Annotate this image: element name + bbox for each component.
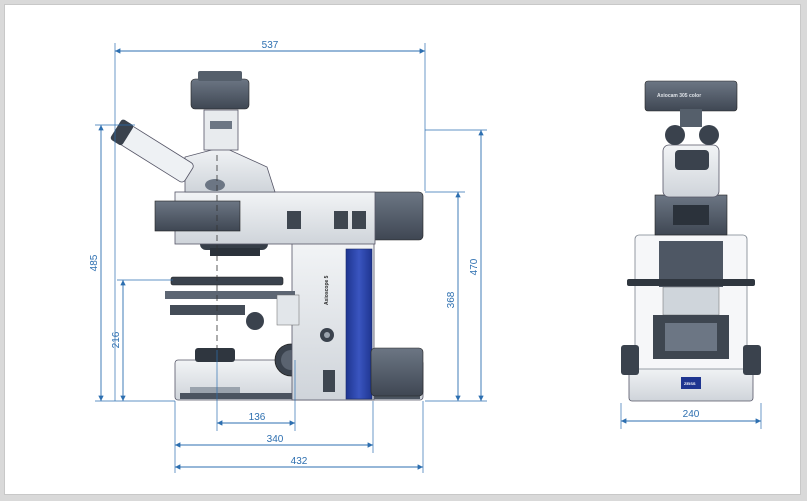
camera-label: Axiocam 305 color xyxy=(657,93,701,99)
dim-overall-length: 537 xyxy=(262,40,279,51)
microscope-front-view: Axiocam 305 color ZEISS xyxy=(621,80,761,402)
microscope-side-view: Axioscope 5 xyxy=(110,71,424,401)
dim-offset-340: 340 xyxy=(267,434,284,445)
dim-front-width: 240 xyxy=(683,409,700,420)
side-branding: Axioscope 5 xyxy=(324,275,330,305)
technical-drawing: Axioscope 5 xyxy=(89,40,762,473)
dim-body-height-total: 470 xyxy=(469,258,480,275)
front-logo: ZEISS xyxy=(684,381,696,386)
drawing-frame: Axioscope 5 xyxy=(4,4,801,495)
dim-offset-136: 136 xyxy=(249,412,266,423)
dim-stage-height: 216 xyxy=(111,331,122,348)
dim-base-depth: 432 xyxy=(291,456,308,467)
dim-body-height: 368 xyxy=(446,291,457,308)
dimension-lines: 537 485 216 470 368 136 340 432 xyxy=(89,40,762,473)
dim-overall-height: 485 xyxy=(89,254,100,271)
